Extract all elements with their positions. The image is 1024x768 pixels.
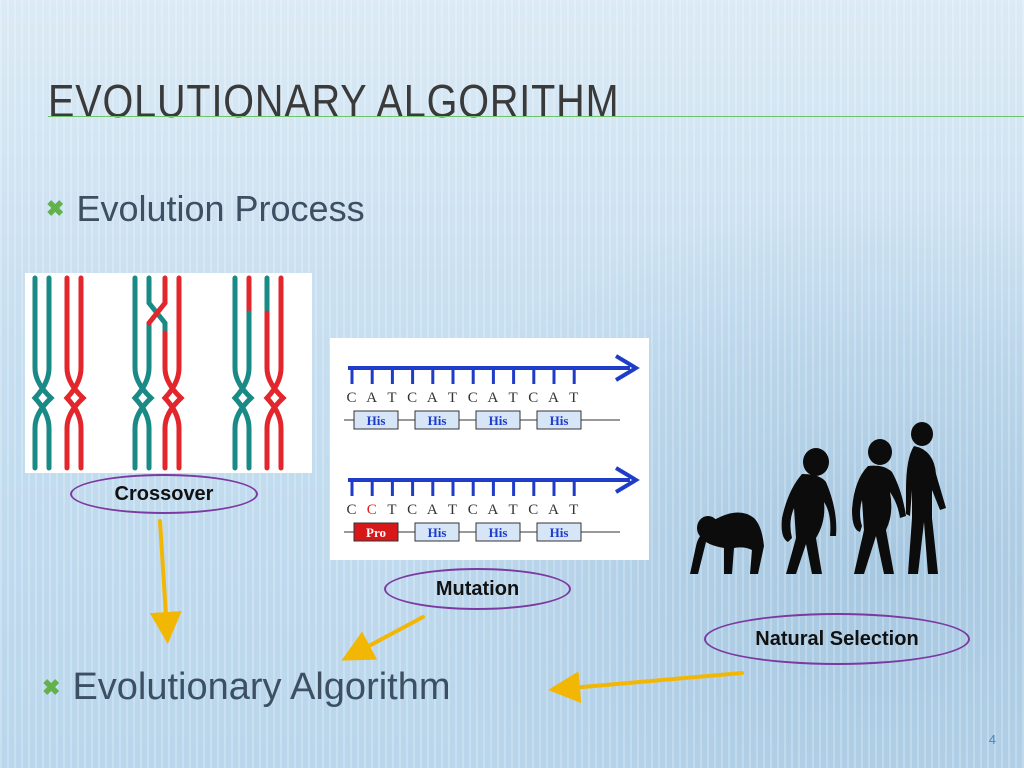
crossover-label: Crossover [70, 474, 258, 514]
x-bullet-icon: ✖ [42, 674, 61, 700]
human-evolution-silhouettes [690, 422, 946, 574]
chromosome-crossover-illustration [31, 275, 287, 471]
mutated-codon-label: Pro [366, 525, 386, 540]
original-base: T [448, 390, 458, 406]
original-codon-label: His [489, 413, 508, 428]
original-base: T [569, 390, 579, 406]
mutated-codon-box [414, 522, 460, 542]
bullet-evolutionary-algorithm: ✖ Evolutionary Algorithm [42, 666, 451, 709]
mutated-arrowhead [614, 466, 640, 494]
original-base: A [427, 390, 439, 406]
mutation-arrow [341, 615, 425, 661]
mutated-base: T [569, 502, 579, 518]
original-codon-box [414, 410, 460, 430]
crossover-arrow [149, 519, 182, 644]
x-bullet-icon: ✖ [46, 196, 65, 221]
mutated-codon-box [475, 522, 521, 542]
mutated-base: A [548, 502, 560, 518]
mutated-base: C [367, 502, 378, 518]
original-base: C [346, 390, 357, 406]
original-base: T [387, 390, 397, 406]
original-base: C [468, 390, 479, 406]
early-human-silhouette [852, 439, 906, 574]
mutated-base: T [509, 502, 519, 518]
original-codon-box [536, 410, 582, 430]
mutated-base: A [427, 502, 439, 518]
modern-human-silhouette [906, 422, 946, 574]
mutated-base: T [387, 502, 397, 518]
mutated-base: C [528, 502, 539, 518]
original-base: C [528, 390, 539, 406]
mutated-base: C [407, 502, 418, 518]
mutated-codon-box [353, 522, 399, 542]
hunched-hominid-silhouette [781, 448, 837, 574]
mutated-codon-box [536, 522, 582, 542]
page-number: 4 [988, 732, 996, 747]
natural-selection-arrow [548, 671, 744, 704]
mutation-label: Mutation [384, 568, 571, 610]
mutated-base: C [346, 502, 357, 518]
original-codon-label: His [428, 413, 447, 428]
original-codon-box [475, 410, 521, 430]
mutated-base: A [487, 502, 499, 518]
original-base: A [548, 390, 560, 406]
natural-selection-label: Natural Selection [704, 613, 970, 665]
original-base: T [509, 390, 519, 406]
original-codon-label: His [550, 413, 569, 428]
original-base: A [366, 390, 378, 406]
original-base: A [487, 390, 499, 406]
mutated-base: C [468, 502, 479, 518]
original-codon-label: His [367, 413, 386, 428]
bullet-text: Evolution Process [76, 188, 365, 229]
bullet-evolution-process: ✖ Evolution Process [46, 188, 365, 230]
mutated-codon-label: His [550, 525, 569, 540]
bullet-text: Evolutionary Algorithm [72, 666, 451, 708]
original-codon-box [353, 410, 399, 430]
slide-title: EVOLUTIONARY ALGORITHM [48, 75, 620, 127]
mutated-codon-label: His [489, 525, 508, 540]
original-arrowhead [614, 354, 640, 382]
crossover-image [25, 273, 312, 473]
mutated-base: T [448, 502, 458, 518]
mutated-codon-label: His [428, 525, 447, 540]
original-base: C [407, 390, 418, 406]
ape-silhouette [690, 512, 764, 574]
title-divider [48, 116, 1024, 117]
